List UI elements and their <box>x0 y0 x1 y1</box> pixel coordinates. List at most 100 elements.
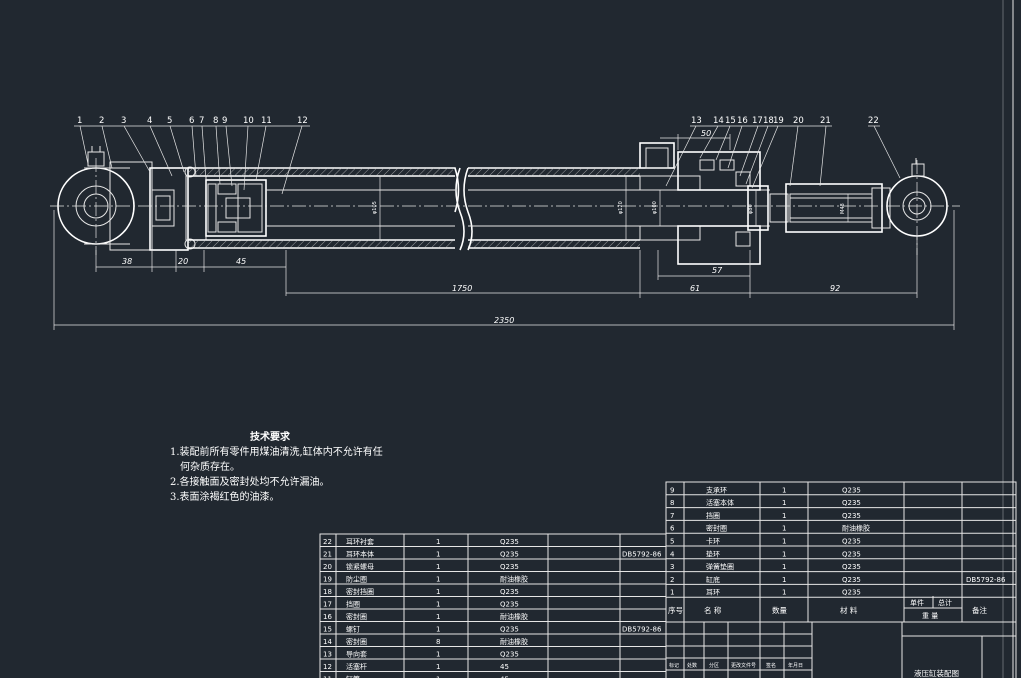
part-label-2: 2 <box>99 116 104 126</box>
part-label-4: 4 <box>147 116 152 126</box>
bom-header-weight: 重 量 <box>922 612 938 620</box>
bom-left-row-19-no: 19 <box>323 576 332 584</box>
bom-right-row-1-qty: 1 <box>782 589 786 597</box>
bom-left-row-22-name: 耳环衬套 <box>346 537 374 546</box>
part-label-19: 19 <box>773 116 784 126</box>
part-label-21: 21 <box>820 116 831 126</box>
part-label-5: 5 <box>167 116 172 126</box>
part-label-6: 6 <box>189 116 194 126</box>
bom-left-row-20-mat: Q235 <box>500 563 519 571</box>
part-label-18: 18 <box>763 116 774 126</box>
bom-right-row-8-no: 8 <box>670 499 674 507</box>
bom-right-row-1-mat: Q235 <box>842 589 861 597</box>
bom-left-row-14-name: 密封圈 <box>346 637 367 646</box>
bom-right-row-2-name: 缸底 <box>706 575 720 584</box>
bom-left-row-22-qty: 1 <box>436 538 440 546</box>
bom-left-row-16-name: 密封圈 <box>346 612 367 621</box>
part-label-13: 13 <box>691 116 702 126</box>
bom-left-row-18-no: 18 <box>323 588 332 596</box>
bom-right-row-2-qty: 1 <box>782 576 786 584</box>
bom-left-row-21-no: 21 <box>323 551 332 559</box>
bom-left-row-18-name: 密封挡圈 <box>346 587 374 596</box>
part-label-12: 12 <box>297 116 308 126</box>
bom-left-row-22-no: 22 <box>323 538 332 546</box>
svg-text:φ80: φ80 <box>748 204 754 214</box>
svg-text:M48: M48 <box>840 203 846 214</box>
bom-left-row-21-qty: 1 <box>436 551 440 559</box>
dimension-lines: 38 20 45 57 50 1750 61 92 2350 <box>53 129 955 330</box>
bom-left-row-12-mat: 45 <box>500 663 509 671</box>
bom-right-row-6-qty: 1 <box>782 525 786 533</box>
bom-header-total: 总计 <box>938 598 952 607</box>
title-block: 标记 处数 分区 更改文件号 签名 年月日 液压缸装配图 <box>665 621 1017 678</box>
title-row-label-change-doc: 更改文件号 <box>731 662 756 669</box>
title-row-label-date: 年月日 <box>788 662 803 669</box>
bom-left-row-12-name: 活塞杆 <box>346 662 367 671</box>
bom-right-row-4-mat: Q235 <box>842 550 861 558</box>
part-label-9: 9 <box>222 116 227 126</box>
part-label-10: 10 <box>243 116 254 126</box>
bom-left-row-18-qty: 1 <box>436 588 440 596</box>
bom-left-row-14-no: 14 <box>323 638 332 646</box>
dim-20: 20 <box>178 257 188 266</box>
bom-right-row-1-name: 耳环 <box>706 589 720 597</box>
bom-left-row-21-std: DB5792-86 <box>622 551 662 559</box>
bom-header-material: 材 料 <box>840 605 858 615</box>
bom-left-row-12-no: 12 <box>323 663 332 671</box>
bom-right-row-3-no: 3 <box>670 563 674 571</box>
part-label-22: 22 <box>868 116 879 126</box>
bom-header-qty: 数量 <box>772 605 787 615</box>
bom-right-row-4-name: 垫环 <box>706 549 720 558</box>
part-leaders <box>74 125 901 195</box>
bom-left-row-20-name: 锁紧螺母 <box>346 562 374 571</box>
bom-header-name: 名 称 <box>704 605 722 615</box>
part-label-3: 3 <box>121 116 126 126</box>
dim-57: 57 <box>712 266 723 275</box>
title-row-label-zone: 分区 <box>709 662 719 669</box>
bom-right-row-5-no: 5 <box>670 538 674 546</box>
tech-req-item-3: 3.表面涂褐红色的油漆。 <box>170 492 280 503</box>
bom-right-row-9-mat: Q235 <box>842 486 861 494</box>
bom-left-row-14-mat: 耐油橡胶 <box>500 637 528 646</box>
bom-left-row-11-qty: 1 <box>436 676 440 678</box>
bom-right-row-9-qty: 1 <box>782 486 786 494</box>
bom-right-row-3-name: 弹簧垫圈 <box>706 562 734 571</box>
bom-right-row-7-mat: Q235 <box>842 512 861 520</box>
bom-left-row-21-mat: Q235 <box>500 551 519 559</box>
bom-left-row-13-mat: Q235 <box>500 651 519 659</box>
tech-req-item-1-cont: 何杂质存在。 <box>180 462 240 473</box>
bom-left-row-15-qty: 1 <box>436 626 440 634</box>
bom-left-row-16-qty: 1 <box>436 613 440 621</box>
bom-right-row-8-name: 活塞本体 <box>706 498 734 507</box>
bom-header-no: 序号 <box>668 605 683 615</box>
bom-right-row-5-name: 卡环 <box>706 537 720 546</box>
bom-left-row-18-mat: Q235 <box>500 588 519 596</box>
bom-left-row-16-no: 16 <box>323 613 332 621</box>
dim-2350: 2350 <box>494 316 514 325</box>
svg-text:φ120: φ120 <box>618 201 624 214</box>
part-number-labels: 1 2 3 4 5 6 7 8 9 10 11 12 13 14 15 16 1… <box>77 116 879 126</box>
bom-right-row-2-no: 2 <box>670 576 674 584</box>
bom-right-row-4-no: 4 <box>670 550 675 558</box>
bom-right-row-6-name: 密封圈 <box>706 524 727 533</box>
bom-left-row-15-no: 15 <box>323 626 332 634</box>
tech-req-item-2: 2.各接触面及密封处均不允许漏油。 <box>170 477 330 488</box>
bom-left-row-13-name: 导向套 <box>346 650 367 659</box>
bom-left-row-12-qty: 1 <box>436 663 440 671</box>
bom-right-row-4-qty: 1 <box>782 550 786 558</box>
bom-left-row-21-name: 耳环本体 <box>346 550 374 559</box>
bom-left-row-17-name: 挡圈 <box>346 600 360 609</box>
technical-requirements: 技术要求 1.装配前所有零件用煤油清洗,缸体内不允许有任 何杂质存在。 2.各接… <box>170 430 390 505</box>
dim-92: 92 <box>830 284 840 293</box>
drawing-title: 液压缸装配图 <box>914 668 959 678</box>
bom-right-row-7-name: 挡圈 <box>706 511 720 520</box>
tech-req-item-1: 1.装配前所有零件用煤油清洗,缸体内不允许有任 <box>170 447 383 458</box>
bom-left-row-17-mat: Q235 <box>500 601 519 609</box>
dim-38: 38 <box>122 257 132 266</box>
part-label-16: 16 <box>737 116 748 126</box>
dim-1750: 1750 <box>452 284 472 293</box>
bom-right-row-5-qty: 1 <box>782 538 786 546</box>
bom-left-row-15-std: DB5792-86 <box>622 626 662 634</box>
bom-right-row-6-no: 6 <box>670 525 675 533</box>
